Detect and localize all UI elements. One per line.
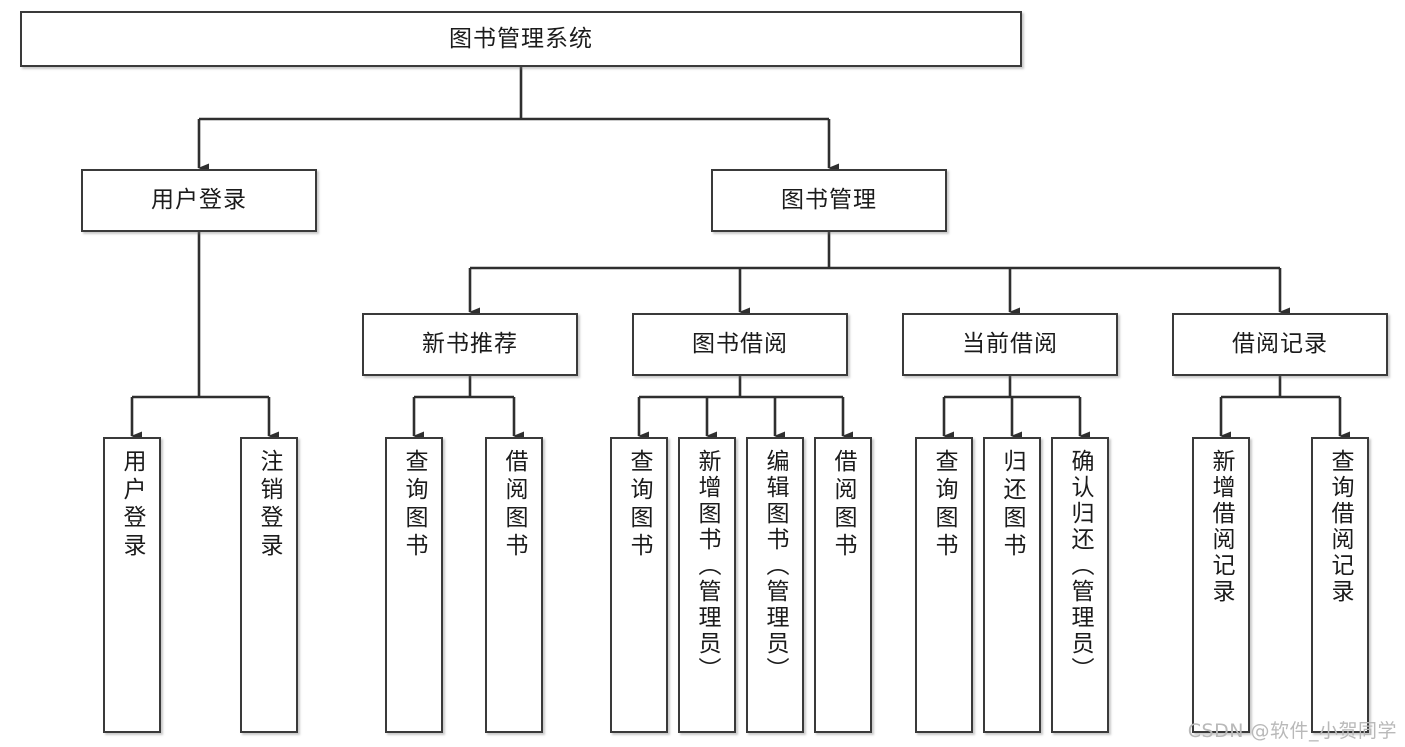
node-current[interactable]: 当前借阅 [902,313,1118,376]
node-label: 新书推荐 [422,331,518,358]
node-label: 图书管理系统 [449,25,593,52]
node-label: 用户登录 [119,449,146,561]
node-label: 查询图书 [931,449,958,561]
node-borrow[interactable]: 图书借阅 [632,313,848,376]
node-label: 借阅图书 [830,449,857,561]
csdn-watermark: CSDN @软件_小贺同学 [1187,720,1397,742]
node-borrow-4[interactable]: 借阅图书 [814,437,872,733]
node-login-2[interactable]: 注销登录 [240,437,298,733]
node-label: 图书借阅 [692,331,788,358]
node-newbook-2[interactable]: 借阅图书 [485,437,543,733]
node-borrow-2[interactable]: 新增图书（管理员） [678,437,736,733]
node-root[interactable]: 图书管理系统 [20,11,1022,67]
node-current-2[interactable]: 归还图书 [983,437,1041,733]
node-records-1[interactable]: 新增借阅记录 [1192,437,1250,733]
node-bookmgmt[interactable]: 图书管理 [711,169,947,232]
node-label: 新增借阅记录 [1208,449,1235,605]
node-newbook[interactable]: 新书推荐 [362,313,578,376]
node-borrow-1[interactable]: 查询图书 [610,437,668,733]
node-label: 借阅图书 [501,449,528,561]
node-label: 当前借阅 [962,331,1058,358]
node-current-3[interactable]: 确认归还（管理员） [1051,437,1109,733]
node-login[interactable]: 用户登录 [81,169,317,232]
node-label: 查询图书 [401,449,428,561]
node-label: 图书管理 [781,187,877,214]
node-label: 归还图书 [999,449,1026,561]
node-label: 查询借阅记录 [1327,449,1354,605]
node-label: 确认归还（管理员） [1067,449,1094,683]
node-label: 编辑图书（管理员） [762,449,789,683]
node-newbook-1[interactable]: 查询图书 [385,437,443,733]
node-login-1[interactable]: 用户登录 [103,437,161,733]
node-label: 查询图书 [626,449,653,561]
node-label: 用户登录 [151,187,247,214]
node-label: 借阅记录 [1232,331,1328,358]
node-label: 注销登录 [256,449,283,561]
node-label: 新增图书（管理员） [694,449,721,683]
node-current-1[interactable]: 查询图书 [915,437,973,733]
node-records-2[interactable]: 查询借阅记录 [1311,437,1369,733]
node-records[interactable]: 借阅记录 [1172,313,1388,376]
node-borrow-3[interactable]: 编辑图书（管理员） [746,437,804,733]
